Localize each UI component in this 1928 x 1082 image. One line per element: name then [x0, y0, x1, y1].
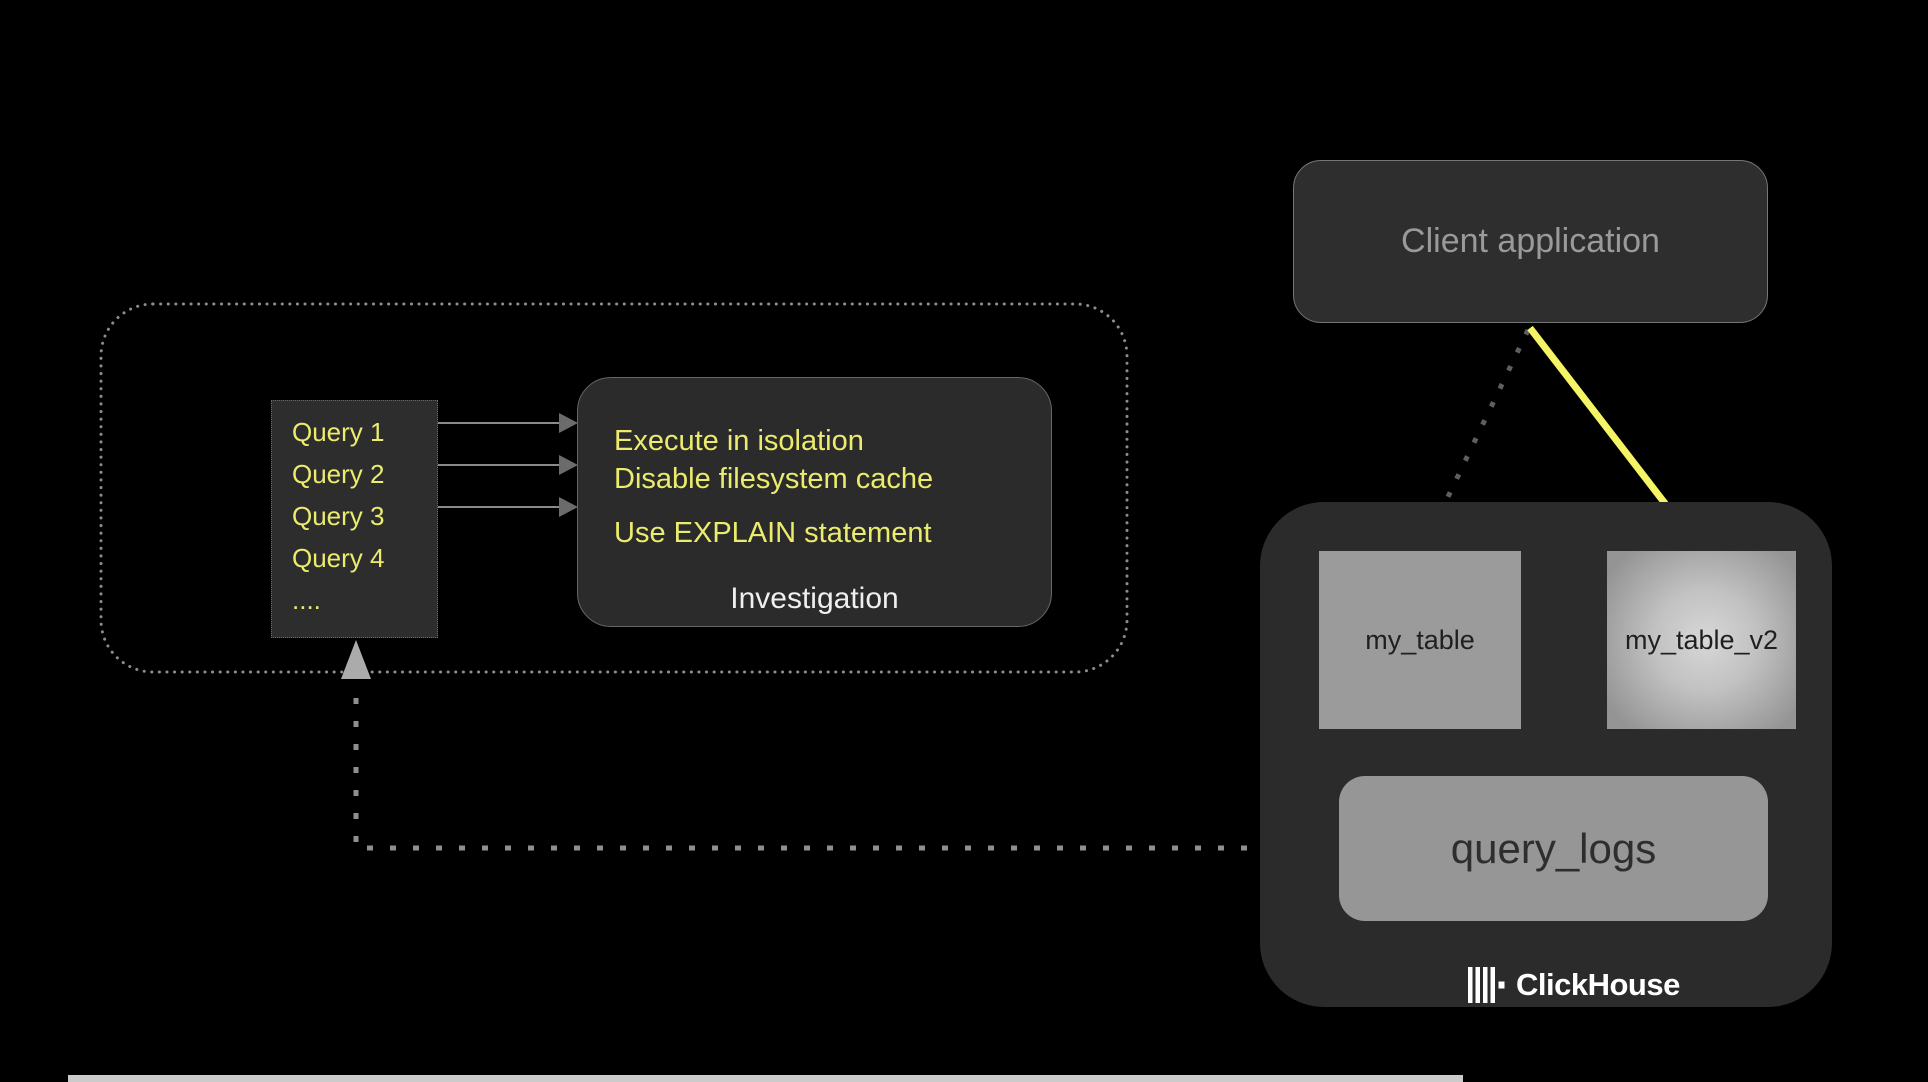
feedback-arrowhead — [341, 640, 371, 679]
clickhouse-logo-icon — [1468, 967, 1505, 1003]
investigation-note: Execute in isolation — [614, 425, 864, 457]
clickhouse-brand: ClickHouse — [1468, 964, 1680, 1006]
query-item-ellipsis: .... — [292, 585, 321, 615]
investigation-note: Disable filesystem cache — [614, 463, 934, 495]
investigation-panel: Execute in isolation Disable filesystem … — [577, 377, 1052, 627]
query-logs-label: query_logs — [1450, 824, 1657, 872]
query-item: Query 4 — [292, 543, 385, 573]
investigation-note: Use EXPLAIN statement — [614, 517, 932, 549]
query-arrowheads — [559, 413, 578, 517]
clickhouse-brand-label: ClickHouse — [1516, 967, 1680, 1002]
my-table-label: my_table — [1365, 624, 1475, 655]
client-to-mytablev2-line — [1527, 325, 1680, 522]
my-table-v2-node: my_table_v2 — [1607, 551, 1796, 729]
investigation-caption: Investigation — [730, 582, 899, 615]
query-logs-node: query_logs — [1339, 776, 1768, 921]
my-table-node: my_table — [1319, 551, 1521, 729]
clickhouse-container: my_table my_table_v2 query_logs ClickHou… — [1260, 502, 1832, 1007]
client-to-mytable-line — [1443, 328, 1531, 503]
slide-edge-strip — [68, 1075, 1463, 1082]
query-list-panel: Query 1 Query 2 Query 3 Query 4 .... — [271, 400, 438, 638]
query-item: Query 3 — [292, 501, 385, 531]
my-table-v2-label: my_table_v2 — [1624, 624, 1779, 655]
query-logs-feedback-line — [353, 690, 1339, 851]
client-application-node: Client application — [1293, 160, 1768, 323]
query-item: Query 1 — [292, 417, 385, 447]
query-item: Query 2 — [292, 459, 385, 489]
client-application-label: Client application — [1401, 222, 1660, 260]
